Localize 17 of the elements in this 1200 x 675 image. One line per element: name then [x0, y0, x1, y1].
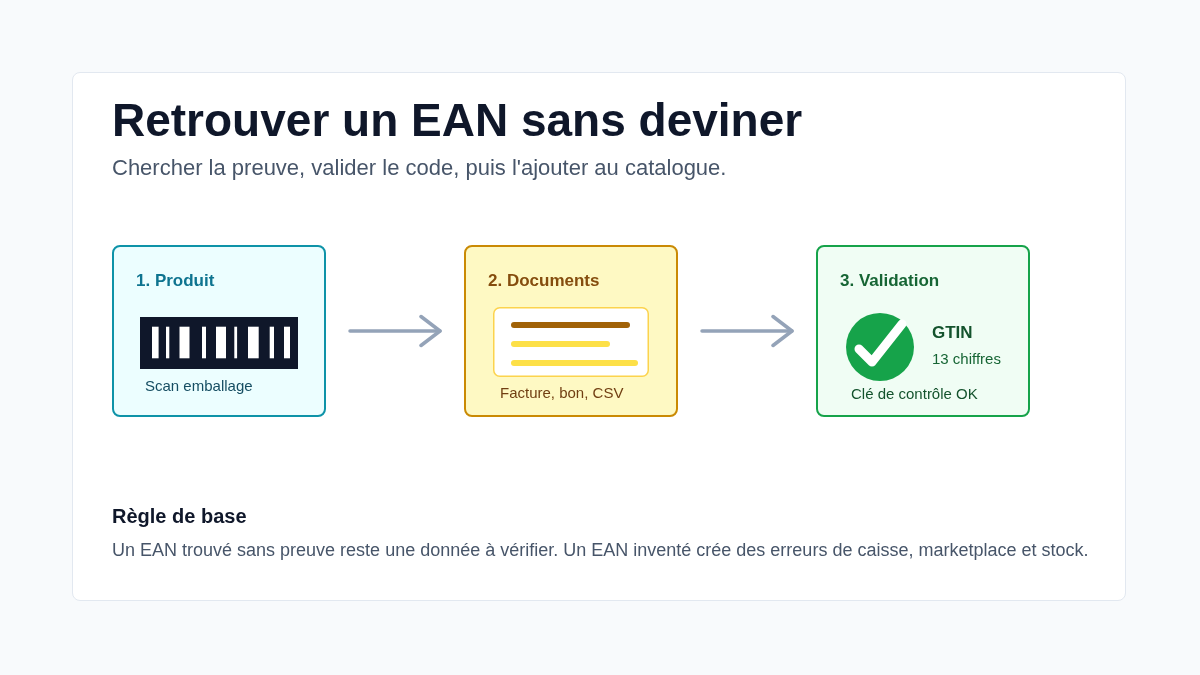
section-heading: Règle de base: [112, 504, 247, 528]
step-card: [816, 245, 1030, 417]
step-card: [464, 245, 678, 417]
digit-count: 13 chiffres: [932, 350, 1001, 368]
arrow: [348, 314, 442, 348]
diagram-title: Retrouver un EAN sans deviner: [112, 93, 803, 147]
arrow: [700, 314, 794, 348]
step-heading: 3. Validation: [840, 271, 940, 291]
code-label: GTIN: [932, 323, 973, 343]
step-heading: 2. Documents: [488, 271, 600, 291]
note-text: Un EAN trouvé sans preuve reste une donnée à vérifier. Un EAN inventé crée des erreurs de caisse, marketplace et stock.: [112, 539, 1089, 561]
step-caption: Facture, bon, CSV: [500, 384, 624, 402]
step-caption: Scan emballage: [145, 377, 253, 395]
status-text: Clé de contrôle OK: [851, 385, 978, 403]
step-card: [112, 245, 326, 417]
step-heading: 1. Produit: [136, 271, 215, 291]
subtitle: Chercher la preuve, valider le code, puis l'ajouter au catalogue.: [112, 155, 727, 181]
